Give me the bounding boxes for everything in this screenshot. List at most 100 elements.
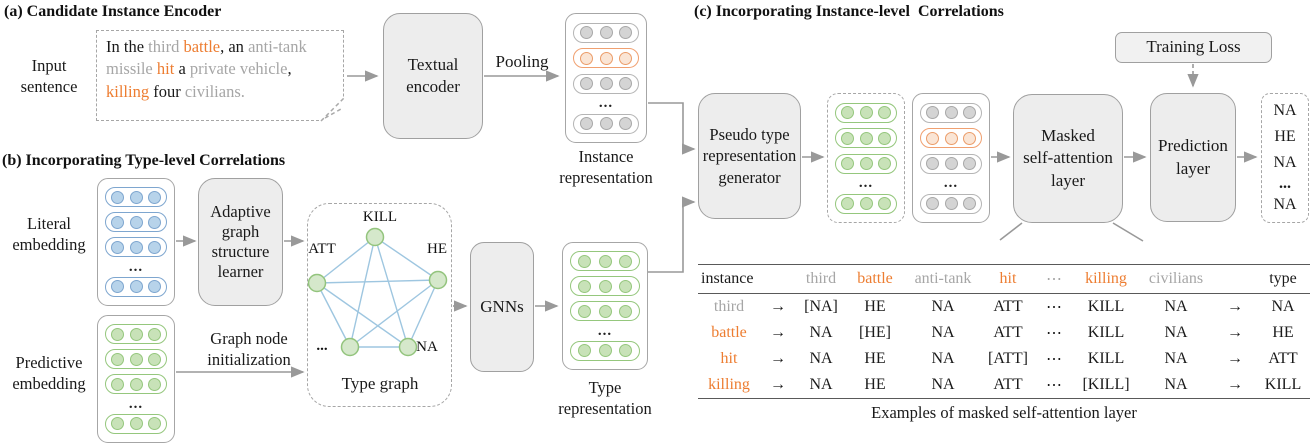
embedding-row-blue (105, 187, 167, 208)
row-label: killing (708, 376, 750, 393)
embedding-dot (877, 106, 891, 119)
col-header: anti-tank (914, 270, 972, 287)
cell: NA (931, 350, 955, 367)
cell: NA (1164, 376, 1188, 393)
table-row: battle → NA [HE] NA ATT ⋯ KILL NA → HE (698, 320, 1310, 346)
literal-embedding-label: Literal embedding (12, 214, 86, 254)
type-representation-label: Type representation (558, 378, 652, 418)
sentence-segment: four (149, 81, 185, 101)
embedding-row-gray (573, 22, 639, 43)
predictive-embedding-stack: ... (97, 315, 175, 443)
embedding-dot (147, 190, 161, 204)
embedding-row-green (105, 374, 167, 395)
sentence-segment: hit (156, 59, 175, 79)
arrow-cell: → (1227, 376, 1243, 393)
ellipsis: ... (597, 322, 613, 339)
embedding-row-gray (920, 102, 982, 123)
embedding-dot (841, 131, 855, 145)
cell: NA (809, 324, 833, 341)
embedding-dot (111, 240, 125, 254)
embedding-dot (841, 106, 855, 119)
embedding-dot (877, 131, 891, 145)
embedding-dot (859, 197, 873, 210)
cell: ⋯ (1046, 325, 1062, 342)
type-graph-label: Type graph (341, 374, 419, 393)
sentence-segment: battle (183, 37, 221, 56)
literal-embedding-stack: ... (97, 178, 175, 306)
embedding-dot (926, 106, 940, 119)
embedding-dot (147, 215, 161, 229)
graph-node-label-he: HE (427, 241, 447, 257)
output-item: NA (1273, 102, 1297, 119)
embedding-dot (859, 106, 873, 119)
embedding-row-green (570, 276, 640, 297)
col-header: instance (701, 270, 754, 287)
embedding-row-green (835, 102, 897, 123)
section-a-title: (a) Candidate Instance Encoder (4, 3, 222, 20)
cell: KILL (1087, 324, 1125, 341)
cell: ⋯ (1046, 377, 1062, 394)
graph-node-label-na: NA (416, 339, 438, 355)
embedding-row-gray (920, 153, 982, 174)
embedding-dot (578, 344, 592, 358)
embedding-dot (111, 215, 125, 229)
cell: HE (864, 298, 886, 315)
embedding-dot (618, 304, 632, 318)
cell: ⋯ (1046, 299, 1062, 316)
masked-attention-table: instance third battle anti-tank hit ⋯ ki… (698, 264, 1310, 399)
cell: [KILL] (1082, 376, 1130, 393)
cell: NA (931, 298, 955, 315)
textual-encoder-box: Textual encoder (383, 13, 483, 139)
cell: NA (809, 376, 833, 393)
embedding-dot (877, 157, 891, 170)
embedding-dot (618, 254, 632, 268)
cell: [HE] (859, 324, 891, 341)
embedding-row-blue (105, 212, 167, 233)
cell: NA (931, 376, 955, 393)
col-header: hit (999, 270, 1017, 287)
ellipsis: ... (128, 258, 144, 275)
cell: NA (931, 324, 955, 341)
embedding-dot (129, 417, 143, 431)
cell: KILL (1087, 298, 1125, 315)
embedding-dot (580, 26, 594, 39)
callout-lines (999, 222, 1144, 242)
embedding-dot (578, 279, 592, 293)
col-header: type (1269, 270, 1297, 287)
cell: NA (1164, 324, 1188, 341)
gnns-box: GNNs (470, 242, 534, 372)
type-cell: KILL (1264, 376, 1302, 393)
table-header-row: instance third battle anti-tank hit ⋯ ki… (698, 264, 1310, 294)
sentence-segment: private vehicle (189, 59, 288, 79)
type-representation-stack: ... (562, 242, 648, 370)
embedding-dot (580, 51, 594, 65)
type-cell: ATT (1268, 350, 1298, 367)
training-loss-box: Training Loss (1115, 32, 1272, 63)
cell: HE (864, 350, 886, 367)
ellipsis: ... (598, 95, 614, 111)
output-item: NA (1273, 154, 1297, 171)
embedding-dot (599, 51, 613, 65)
embedding-row-green (835, 128, 897, 148)
embedding-dot (599, 26, 613, 39)
embedding-dot (599, 77, 613, 90)
cell: ATT (993, 324, 1023, 341)
embedding-dot (926, 197, 940, 210)
embedding-row-green (105, 324, 167, 345)
embedding-dot (962, 131, 976, 145)
cell: NA (1164, 350, 1188, 367)
cell: [ATT] (988, 350, 1028, 367)
pseudo-type-generator-box: Pseudo type representation generator (698, 93, 801, 219)
embedding-dot (129, 327, 143, 341)
embedding-dot (578, 304, 592, 318)
row-label: hit (720, 350, 738, 367)
embedding-dot (841, 157, 855, 170)
sentence-segment: In the (106, 37, 149, 56)
embedding-dot (129, 240, 143, 254)
col-header: ⋯ (1046, 271, 1062, 288)
instance-representation-stack: ... (565, 13, 647, 143)
arrow-cell: → (770, 376, 786, 393)
ellipsis: ... (943, 175, 959, 191)
embedding-dot (618, 26, 632, 39)
col-header (760, 265, 796, 294)
